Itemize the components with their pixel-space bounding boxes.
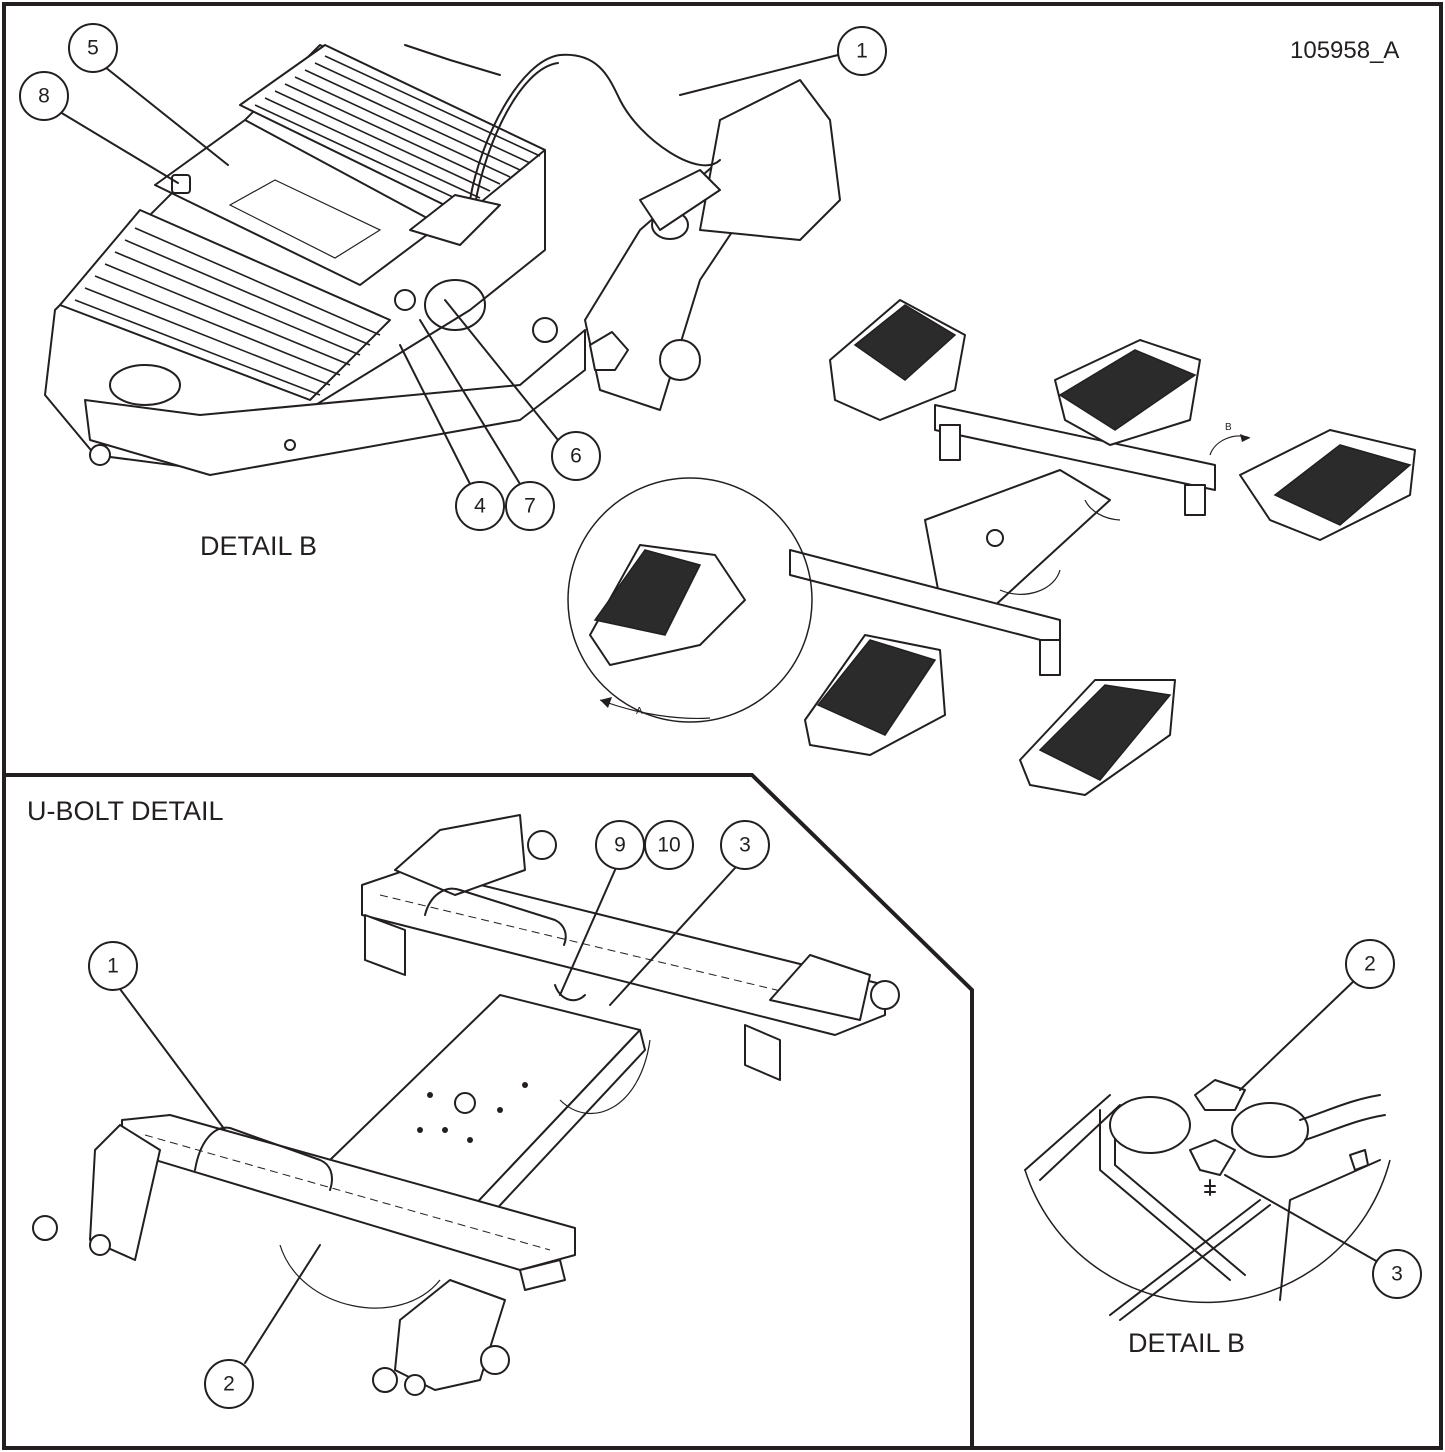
svg-text:2: 2 xyxy=(223,1373,235,1396)
view-a-detail-circle: A xyxy=(567,477,813,723)
callout-10: 10 xyxy=(644,820,694,870)
u-bolt-leaders xyxy=(119,867,736,1364)
callout-3-detail-b: 3 xyxy=(1372,1249,1422,1299)
svg-text:1: 1 xyxy=(107,955,119,978)
detail-b-label-top: DETAIL B xyxy=(200,531,317,561)
svg-text:3: 3 xyxy=(1391,1263,1403,1286)
callout-3-ubolt: 3 xyxy=(720,820,770,870)
mower-assembly-overview xyxy=(589,299,1416,796)
svg-text:7: 7 xyxy=(524,495,536,518)
svg-text:10: 10 xyxy=(657,834,680,857)
svg-text:8: 8 xyxy=(38,85,50,108)
svg-text:5: 5 xyxy=(87,37,99,60)
callout-2-detail-b: 2 xyxy=(1345,939,1395,989)
svg-text:4: 4 xyxy=(474,495,486,518)
detail-b-leaders xyxy=(59,54,839,485)
callout-1-top: 1 xyxy=(837,26,887,76)
callout-2-ubolt: 2 xyxy=(204,1359,254,1409)
detail-b-zoom-illustration xyxy=(1024,1079,1391,1321)
detail-b-deck-illustration xyxy=(44,44,841,476)
svg-text:2: 2 xyxy=(1364,953,1376,976)
detail-b-label-bottom: DETAIL B xyxy=(1128,1328,1245,1358)
svg-text:6: 6 xyxy=(570,445,582,468)
svg-text:3: 3 xyxy=(739,834,751,857)
callout-6: 6 xyxy=(551,431,601,481)
callout-8: 8 xyxy=(19,71,69,121)
u-bolt-detail-label: U-BOLT DETAIL xyxy=(27,796,224,826)
view-b-indicator: B xyxy=(1209,422,1251,456)
callout-5: 5 xyxy=(68,23,118,73)
svg-text:B: B xyxy=(1225,422,1232,433)
svg-text:9: 9 xyxy=(614,834,626,857)
svg-text:1: 1 xyxy=(856,40,868,63)
detail-b-zoom-leaders xyxy=(1224,977,1379,1263)
callout-9: 9 xyxy=(595,820,645,870)
u-bolt-illustration xyxy=(32,814,900,1396)
callout-4: 4 xyxy=(455,481,505,531)
callout-1-ubolt: 1 xyxy=(88,941,138,991)
svg-text:A: A xyxy=(636,706,643,717)
document-number: 105958_A xyxy=(1290,37,1399,64)
callout-7: 7 xyxy=(505,481,555,531)
